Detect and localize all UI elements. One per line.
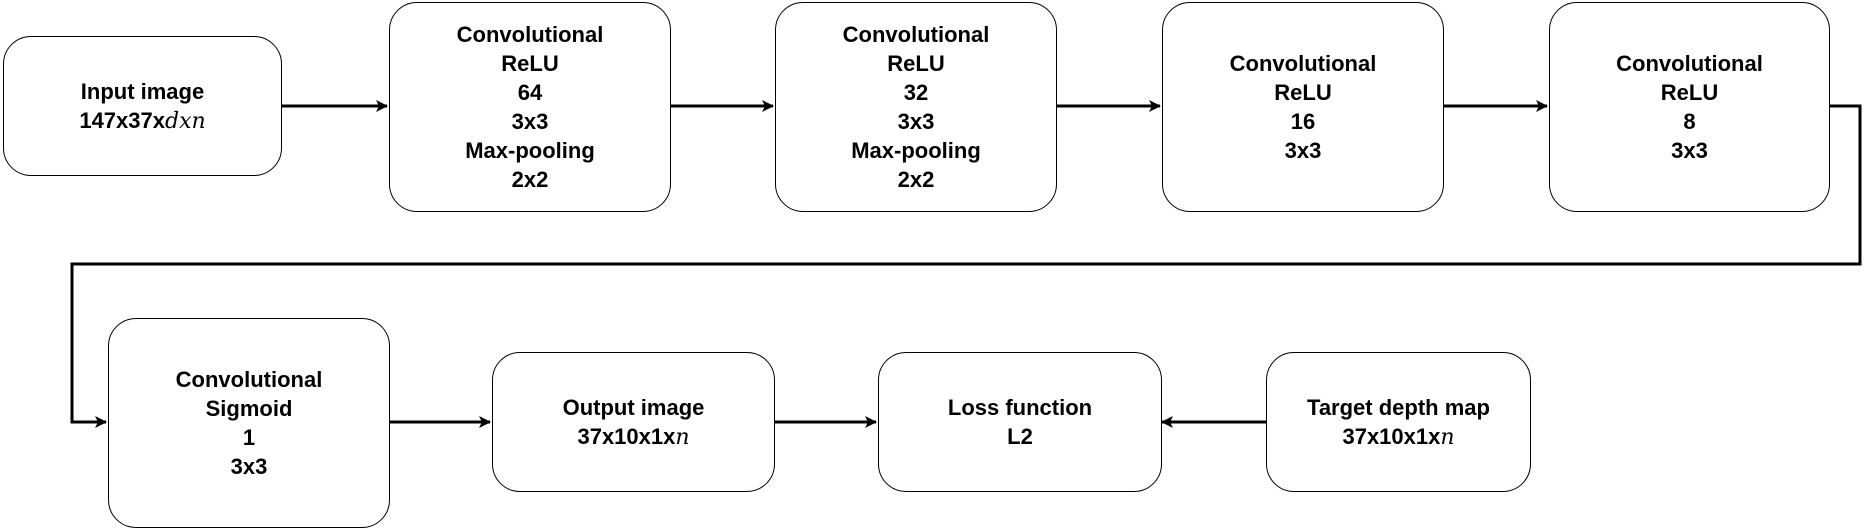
conv4-filters: 8: [1683, 109, 1696, 134]
output-image-dims: 37x10x1xn: [577, 422, 689, 452]
conv2-pool-size: 2x2: [897, 167, 935, 192]
loss-function-node: Loss function L2: [878, 352, 1162, 492]
conv3-filters: 16: [1290, 109, 1316, 134]
conv2-type: Convolutional: [842, 22, 990, 47]
conv1-filters: 64: [517, 80, 543, 105]
conv2-kernel: 3x3: [897, 109, 935, 134]
conv1-kernel: 3x3: [511, 109, 549, 134]
output-image-node: Output image 37x10x1xn: [492, 352, 775, 492]
conv4-node: Convolutional ReLU 8 3x3: [1549, 2, 1830, 212]
conv2-node: Convolutional ReLU 32 3x3 Max-pooling 2x…: [775, 2, 1057, 212]
target-depth-map-label: Target depth map: [1307, 394, 1490, 420]
input-image-node: Input image 147x37xdxn: [3, 36, 282, 176]
conv4-kernel: 3x3: [1671, 138, 1708, 163]
conv3-kernel: 3x3: [1284, 138, 1322, 163]
output-image-dims-math: n: [675, 424, 690, 450]
arrow-conv4-to-conv5: [70, 104, 1862, 428]
conv1-node: Convolutional ReLU 64 3x3 Max-pooling 2x…: [389, 2, 671, 212]
conv3-node: Convolutional ReLU 16 3x3: [1162, 2, 1444, 212]
conv2-filters: 32: [903, 80, 929, 105]
conv5-activation: Sigmoid: [205, 396, 293, 421]
loss-function-label: Loss function: [947, 395, 1093, 420]
conv5-type: Convolutional: [175, 367, 323, 392]
conv4-type: Convolutional: [1616, 51, 1763, 76]
input-image-dims: 147x37xdxn: [79, 106, 205, 136]
target-depth-map-dims-math: n: [1440, 424, 1455, 450]
input-image-label: Input image: [80, 78, 205, 104]
output-image-dims-prefix: 37x10x1x: [577, 423, 676, 449]
conv1-activation: ReLU: [501, 51, 559, 76]
output-image-label: Output image: [562, 394, 705, 420]
conv1-pool-size: 2x2: [511, 167, 549, 192]
conv5-filters: 1: [242, 425, 256, 450]
conv1-pool-type: Max-pooling: [465, 138, 595, 163]
conv5-node: Convolutional Sigmoid 1 3x3: [108, 318, 390, 528]
input-image-dims-math: dxn: [164, 108, 206, 134]
conv2-pool-type: Max-pooling: [851, 138, 981, 163]
input-image-dims-prefix: 147x37x: [79, 107, 165, 133]
loss-function-type: L2: [1007, 424, 1033, 449]
target-depth-map-dims-prefix: 37x10x1x: [1342, 423, 1441, 449]
conv3-type: Convolutional: [1229, 51, 1377, 76]
conv5-kernel: 3x3: [230, 454, 268, 479]
target-depth-map-node: Target depth map 37x10x1xn: [1266, 352, 1531, 492]
conv3-activation: ReLU: [1274, 80, 1332, 105]
conv2-activation: ReLU: [887, 51, 945, 76]
target-depth-map-dims: 37x10x1xn: [1342, 422, 1454, 452]
conv1-type: Convolutional: [456, 22, 604, 47]
conv4-activation: ReLU: [1660, 80, 1719, 105]
